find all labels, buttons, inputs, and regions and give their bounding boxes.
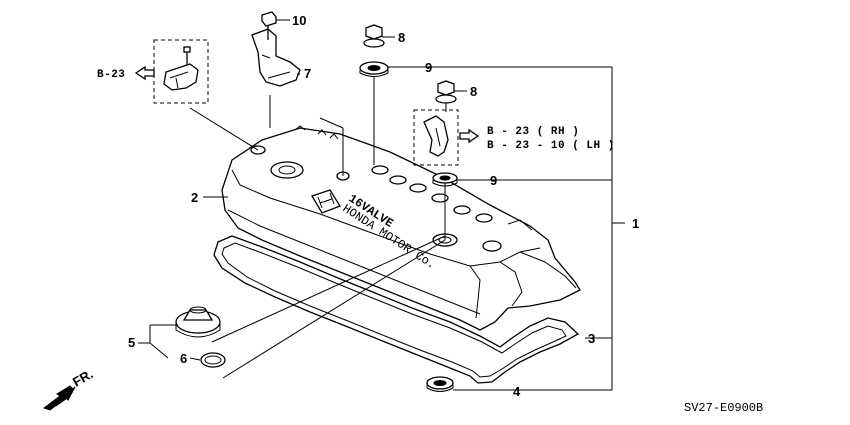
head-cover-gasket (213, 235, 580, 384)
nut-part-8-top (363, 24, 385, 48)
callout-10: 10 (292, 13, 306, 28)
nut-part-8-right (435, 80, 457, 104)
callout-8-top: 8 (398, 30, 405, 45)
callout-3: 3 (588, 331, 595, 346)
callout-7: 7 (304, 66, 311, 81)
grommet-part-9-right (432, 172, 458, 187)
front-direction-label: FR. (70, 366, 96, 389)
ref-right-arrow: B - 23 ( RH ) B - 23 - 10 ( LH ) (459, 126, 615, 152)
callout-5: 5 (128, 335, 135, 350)
callout-9-right: 9 (490, 173, 497, 188)
callout-6: 6 (180, 351, 187, 366)
front-direction-arrow-icon: FR. (42, 366, 96, 411)
grommet-part-9-top (359, 61, 389, 77)
callout-4: 4 (513, 384, 521, 399)
callout-8-right: 8 (470, 84, 477, 99)
honda-logo-icon (311, 189, 341, 214)
callout-9-top: 9 (425, 60, 432, 75)
diagram-code: SV27-E0900B (684, 401, 763, 415)
ref-right-label-1: B - 23 ( RH ) (487, 126, 579, 138)
left-bracket-detail (153, 39, 209, 104)
bracket-part-7 (251, 28, 301, 87)
plug-seal-part-4 (426, 376, 454, 392)
callout-1: 1 (632, 216, 639, 231)
bolt-part-10 (261, 11, 277, 40)
callouts: 1 2 3 4 5 6 7 8 8 9 9 10 (128, 13, 639, 399)
oil-filler-cap (175, 306, 221, 338)
callout-2: 2 (191, 190, 198, 205)
callout-5-bracket (138, 324, 201, 361)
ref-right-label-2: B - 23 - 10 ( LH ) (487, 140, 615, 152)
ref-left-label: B-23 (97, 69, 125, 81)
ref-left-arrow: B-23 (97, 65, 155, 81)
right-bracket-detail (413, 109, 459, 166)
cylinder-head-cover: 16VALVE HONDA MOTOR Co. (221, 125, 581, 331)
o-ring-part-6 (200, 352, 226, 368)
